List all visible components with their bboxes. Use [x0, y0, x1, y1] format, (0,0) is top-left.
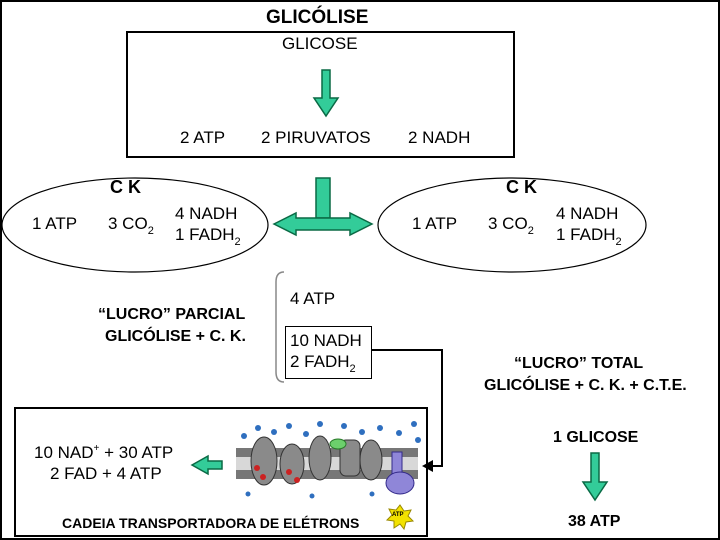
etc-line2: 2 FAD + 4 ATP — [50, 464, 162, 483]
krebs-left-co2: 3 CO2 — [108, 214, 154, 237]
total-title-line1: “LUCRO” TOTAL — [514, 355, 644, 372]
krebs-right-atp: 1 ATP — [412, 214, 458, 233]
partial-atp: 4 ATP — [290, 289, 336, 308]
krebs-right-label: C K — [506, 177, 537, 197]
krebs-right-co2: 3 CO2 — [488, 214, 534, 237]
partial-fadh: 2 FADH2 — [290, 352, 356, 375]
glycolysis-nadh: 2 NADH — [408, 128, 471, 147]
etc-caption: CADEIA TRANSPORTADORA DE ELÉTRONS — [62, 515, 360, 531]
glycolysis-down-arrow — [312, 69, 340, 118]
krebs-right-ellipse — [377, 177, 647, 273]
krebs-right-nadh: 4 NADH — [556, 204, 619, 223]
krebs-left-label: C K — [110, 177, 141, 197]
krebs-left-nadh: 4 NADH — [175, 204, 238, 223]
total-down-arrow — [581, 452, 609, 502]
krebs-left-atp: 1 ATP — [32, 214, 78, 233]
atp-badge-star — [385, 504, 415, 531]
krebs-right-fadh: 1 FADH2 — [556, 225, 622, 248]
glycolysis-box — [126, 31, 515, 158]
krebs-left-ellipse — [1, 177, 269, 273]
pyruvate-split-arrow — [272, 177, 374, 237]
krebs-left-fadh: 1 FADH2 — [175, 225, 241, 248]
glycolysis-title: GLICÓLISE — [266, 7, 369, 28]
total-title-line2: GLICÓLISE + C. K. + C.T.E. — [484, 377, 687, 394]
glycolysis-atp: 2 ATP — [180, 128, 226, 147]
etc-protein-complexes — [250, 435, 383, 486]
partial-title-line1: “LUCRO” PARCIAL — [98, 306, 246, 323]
partial-electron-carriers-box — [285, 326, 372, 379]
total-output: 38 ATP — [568, 513, 621, 530]
partial-nadh: 10 NADH — [290, 331, 362, 350]
etc-line1: 10 NAD+ + 30 ATP — [34, 443, 174, 462]
partial-title-line2: GLICÓLISE + C. K. — [105, 328, 246, 345]
cytochrome-c — [329, 438, 347, 450]
nadh-to-etc-connector — [372, 349, 443, 467]
glycolysis-substrate: GLICOSE — [282, 34, 358, 53]
glycolysis-pyruvate: 2 PIRUVATOS — [261, 128, 371, 147]
etc-left-arrow — [190, 454, 223, 476]
etc-atp-badge-label: ATP — [392, 512, 404, 518]
atp-synthase — [385, 451, 415, 495]
partial-bracket — [275, 271, 285, 383]
proton-particles — [241, 421, 421, 499]
total-input: 1 GLICOSE — [553, 429, 639, 446]
etc-box — [14, 407, 428, 537]
